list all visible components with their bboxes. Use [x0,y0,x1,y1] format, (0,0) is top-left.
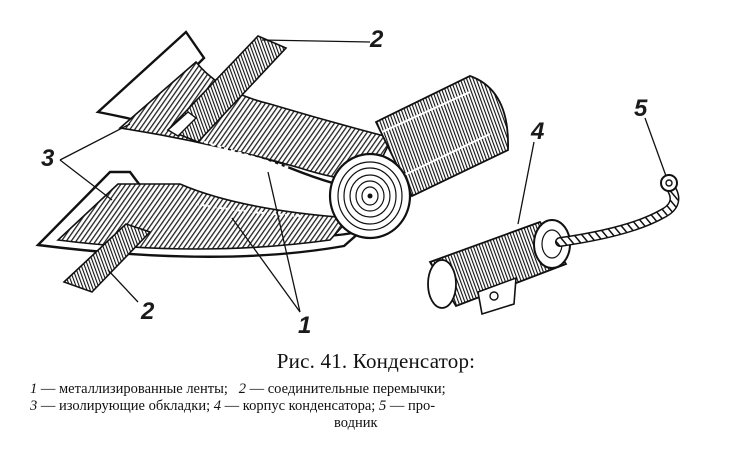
legend-text: — корпус конденсатора; [224,398,376,414]
callout-4: 4 [531,118,545,145]
lower-connecting-strap [62,223,152,293]
callout-2-top: 2 [370,26,384,53]
callout-3: 3 [41,145,55,172]
leader-lines [59,39,667,313]
legend-text: — соединительные перемычки; [249,381,446,397]
legend-line-3: водник [334,415,378,431]
legend-number: 2 [238,381,246,397]
rolled-capacitor [328,75,509,240]
legend-number: 5 [378,398,387,414]
legend-text: — изолирующие обкладки; [40,398,211,414]
legend-text: — про- [389,398,436,414]
callout-1: 1 [298,312,312,339]
capacitor-illustration [35,30,680,316]
figure-legend: 1 — металлизированные ленты; 2 — соедини… [30,381,730,432]
capacitor-housing [427,219,571,316]
legend-line-2: 3 — изолирующие обкладки; 4 — корпус кон… [30,398,730,415]
figure-caption-title: Рис. 41. Конденсатор: [276,349,476,373]
lead-wire [555,174,680,247]
legend-text: — металлизированные ленты; [40,381,228,397]
legend-number: 3 [30,398,38,414]
legend-number: 1 [30,381,38,397]
upper-connecting-strap [166,35,288,143]
legend-number: 4 [213,398,222,414]
legend-line-1: 1 — металлизированные ленты; 2 — соедини… [30,381,730,398]
callout-2-bottom: 2 [141,298,155,325]
callout-5: 5 [634,95,648,122]
